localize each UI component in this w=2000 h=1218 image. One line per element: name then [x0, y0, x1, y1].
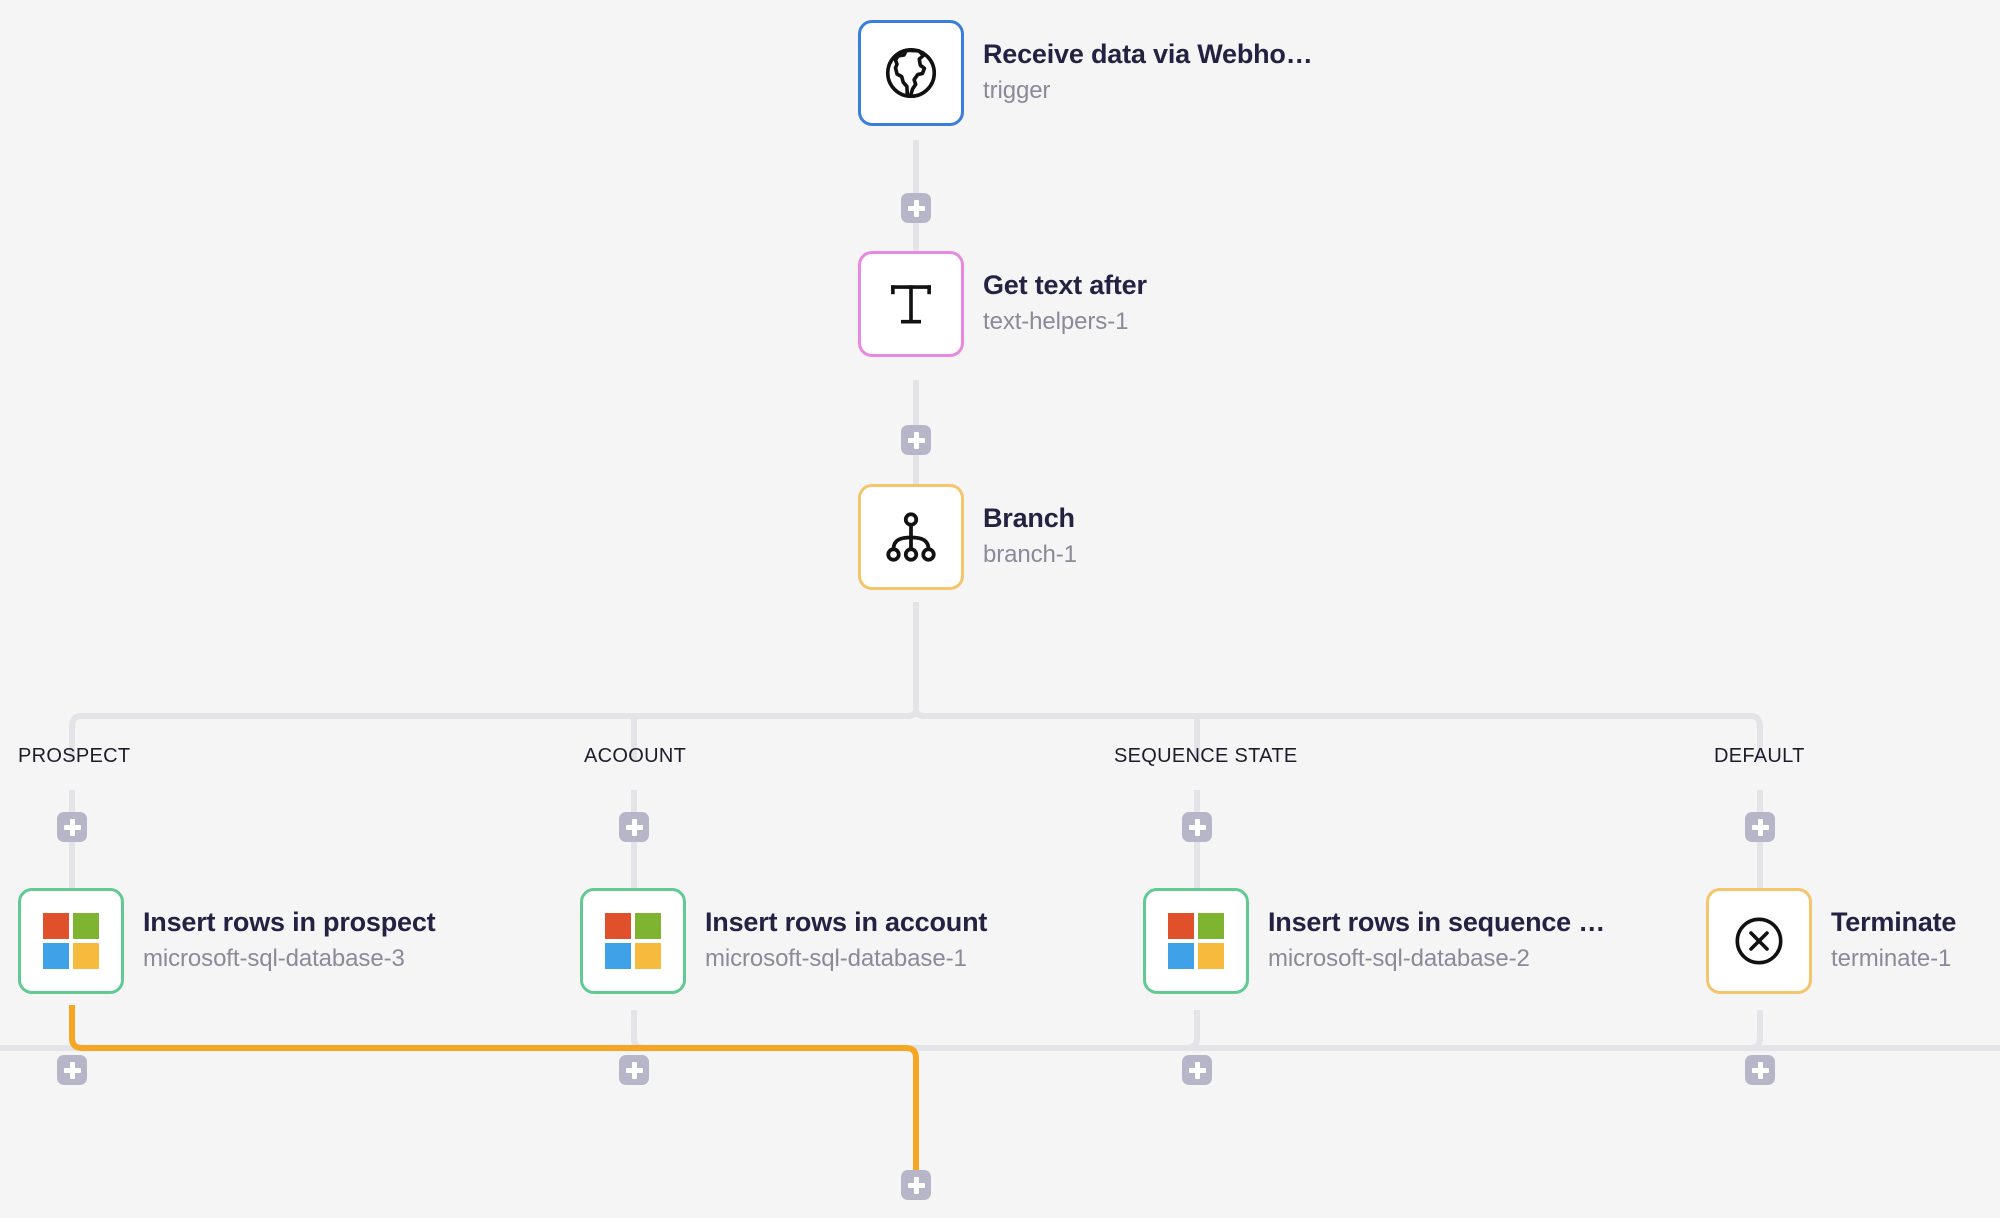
edge-fanout-left — [69, 700, 919, 760]
node-microsoft-sql-database-3[interactable]: Insert rows in prospect microsoft-sql-da… — [18, 888, 436, 994]
edge-active-bus — [82, 1045, 919, 1170]
branch-icon — [881, 507, 941, 567]
node-branch-text: Branch branch-1 — [983, 503, 1077, 570]
node-title: Receive data via Webho… — [983, 39, 1313, 70]
node-text-helpers-1[interactable]: Get text after text-helpers-1 — [858, 251, 1147, 357]
add-merge-bottom-button[interactable] — [901, 1170, 931, 1200]
add-below-default-button[interactable] — [1745, 1055, 1775, 1085]
add-below-acoount-button[interactable] — [619, 1055, 649, 1085]
node-subtitle: microsoft-sql-database-1 — [705, 945, 967, 973]
node-title: Terminate — [1831, 907, 1957, 938]
add-branch-acoount-button[interactable] — [619, 812, 649, 842]
node-subtitle: text-helpers-1 — [983, 308, 1129, 336]
edge-active-prospect-down — [69, 1005, 83, 1051]
node-subtitle: trigger — [983, 77, 1051, 105]
node-subtitle: terminate-1 — [1831, 945, 1952, 973]
node-trigger-text: Receive data via Webho… trigger — [983, 39, 1313, 106]
node-trigger[interactable]: Receive data via Webho… trigger — [858, 20, 1313, 126]
add-after-trigger-button[interactable] — [901, 193, 931, 223]
branch-label-sequence-state: SEQUENCE STATE — [1114, 745, 1298, 767]
add-below-sequence-state-button[interactable] — [1182, 1055, 1212, 1085]
node-title: Insert rows in sequence … — [1268, 907, 1606, 938]
node-subtitle: microsoft-sql-database-3 — [143, 945, 405, 973]
node-terminate-box[interactable] — [1706, 888, 1812, 994]
add-branch-sequence-state-button[interactable] — [1182, 812, 1212, 842]
node-subtitle: branch-1 — [983, 541, 1077, 569]
node-prospect-text: Insert rows in prospect microsoft-sql-da… — [143, 907, 436, 974]
node-account-text: Insert rows in account microsoft-sql-dat… — [705, 907, 987, 974]
globe-icon — [880, 42, 942, 104]
add-branch-prospect-button[interactable] — [57, 812, 87, 842]
edge-acoount-down — [631, 1010, 645, 1051]
circle-x-icon — [1728, 910, 1790, 972]
node-microsoft-sql-database-2[interactable]: Insert rows in sequence … microsoft-sql-… — [1143, 888, 1605, 994]
node-trigger-box[interactable] — [858, 20, 964, 126]
branch-label-acoount: ACOOUNT — [584, 745, 687, 767]
node-sequence-box[interactable] — [1143, 888, 1249, 994]
node-branch-1[interactable]: Branch branch-1 — [858, 484, 1077, 590]
microsoft-logo-icon — [605, 913, 661, 969]
microsoft-logo-icon — [1168, 913, 1224, 969]
node-terminate-1[interactable]: Terminate terminate-1 — [1706, 888, 1956, 994]
node-text-helpers-text: Get text after text-helpers-1 — [983, 270, 1147, 337]
node-terminate-text: Terminate terminate-1 — [1831, 907, 1956, 974]
node-branch-box[interactable] — [858, 484, 964, 590]
node-account-box[interactable] — [580, 888, 686, 994]
node-prospect-box[interactable] — [18, 888, 124, 994]
node-text-helpers-box[interactable] — [858, 251, 964, 357]
node-subtitle: microsoft-sql-database-2 — [1268, 945, 1530, 973]
microsoft-logo-icon — [43, 913, 99, 969]
node-sequence-text: Insert rows in sequence … microsoft-sql-… — [1268, 907, 1605, 974]
node-title: Insert rows in prospect — [143, 907, 436, 938]
add-after-text-helpers-button[interactable] — [901, 425, 931, 455]
branch-label-default: DEFAULT — [1714, 745, 1805, 767]
edge-default-down — [1749, 1010, 1763, 1051]
edge-sequence-down — [1186, 1010, 1200, 1051]
node-title: Insert rows in account — [705, 907, 988, 938]
node-title: Get text after — [983, 270, 1147, 301]
add-below-prospect-button[interactable] — [57, 1055, 87, 1085]
branch-label-prospect: PROSPECT — [18, 745, 131, 767]
node-microsoft-sql-database-1[interactable]: Insert rows in account microsoft-sql-dat… — [580, 888, 987, 994]
edge-prospect-down — [69, 1010, 83, 1051]
text-t-icon — [882, 275, 940, 333]
node-title: Branch — [983, 503, 1075, 534]
add-branch-default-button[interactable] — [1745, 812, 1775, 842]
edge-fanout-right — [913, 700, 1763, 760]
